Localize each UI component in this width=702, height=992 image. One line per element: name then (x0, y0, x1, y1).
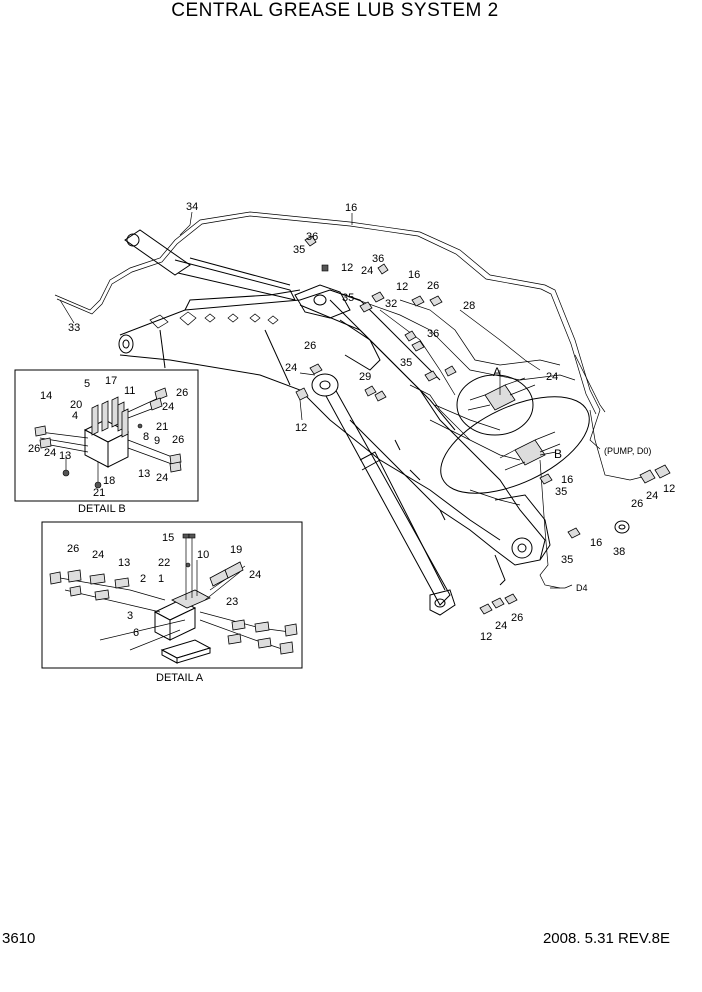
page-title: CENTRAL GREASE LUB SYSTEM 2 (171, 0, 499, 21)
detail-b-label: 24 (162, 401, 174, 413)
part-label: 38 (613, 546, 625, 558)
part-label: 12 (396, 281, 408, 293)
revision-date: 2008. 5.31 REV.8E (542, 930, 670, 947)
detail-a: 15 26 24 13 22 10 19 2 1 24 23 3 6 (41, 521, 303, 669)
part-label: 33 (68, 322, 80, 334)
detail-b-label: 4 (72, 410, 78, 422)
part-label: 35 (400, 357, 412, 369)
detail-b-label: 24 (156, 472, 168, 484)
detail-a-label: 10 (197, 549, 209, 561)
part-label: 32 (385, 298, 397, 310)
detail-a-label: 3 (127, 610, 133, 622)
detail-a-label: 15 (162, 532, 174, 544)
detail-b-label: 26 (176, 387, 188, 399)
part-label: 36 (306, 231, 318, 243)
part-label: 16 (561, 474, 573, 486)
detail-b-label: 20 (70, 399, 82, 411)
detail-b-label: 21 (93, 487, 105, 499)
part-label: 35 (555, 486, 567, 498)
part-label: 26 (427, 280, 439, 292)
detail-a-label: 19 (230, 544, 242, 556)
part-label: 12 (663, 483, 675, 495)
detail-b-label: 24 (44, 447, 56, 459)
detail-b-label: 8 (143, 431, 149, 443)
detail-b-label: 18 (103, 475, 115, 487)
part-label: 12 (480, 631, 492, 643)
part-label: 28 (463, 300, 475, 312)
part-label: 24 (285, 362, 297, 374)
detail-a-label: 24 (249, 569, 261, 581)
detail-b-label: 17 (105, 375, 117, 387)
detail-a-label: 13 (118, 557, 130, 569)
detail-a-label: 26 (67, 543, 79, 555)
detail-b-label: 14 (40, 390, 52, 402)
detail-a-label: 6 (133, 627, 139, 639)
part-label: 26 (304, 340, 316, 352)
detail-b: 26 5 17 14 20 11 24 4 21 8 9 26 26 24 13… (14, 369, 199, 502)
pump-note: (PUMP, D0) (604, 446, 651, 456)
page-number: 3610 (2, 930, 36, 947)
detail-a-caption: DETAIL A (156, 672, 204, 684)
part-label: 26 (631, 498, 643, 510)
part-label: 35 (342, 292, 354, 304)
part-label: 12 (341, 262, 353, 274)
callout-b: B (554, 447, 562, 461)
part-label: 26 (511, 612, 523, 624)
detail-b-label: 26 (28, 443, 40, 455)
detail-a-label: 2 (140, 573, 146, 585)
part-label: 29 (359, 371, 371, 383)
part-label: 24 (361, 265, 373, 277)
detail-a-label: 22 (158, 557, 170, 569)
part-label: 16 (408, 269, 420, 281)
part-label: 34 (186, 201, 198, 213)
part-label: 16 (345, 202, 357, 214)
detail-b-label: 5 (84, 378, 90, 390)
fittings (295, 235, 671, 615)
detail-b-label: 26 (172, 434, 184, 446)
part-label: 16 (590, 537, 602, 549)
part-label: 35 (293, 244, 305, 256)
detail-b-label: 13 (59, 450, 71, 462)
d4-note: D4 (576, 583, 588, 593)
part-label: 35 (561, 554, 573, 566)
detail-a-label: 1 (158, 573, 164, 585)
part-label: 24 (495, 620, 507, 632)
part-label: 24 (546, 371, 558, 383)
detail-a-label: 23 (226, 596, 238, 608)
main-labels: 34 16 36 35 12 24 36 16 12 26 35 32 28 3… (59, 201, 675, 643)
detail-b-caption: DETAIL B (78, 503, 126, 515)
detail-b-label: 11 (124, 385, 135, 397)
detail-a-label: 24 (92, 549, 104, 561)
callout-a: A (493, 365, 501, 379)
detail-b-label: 21 (156, 421, 168, 433)
part-label: 36 (372, 253, 384, 265)
part-label: 36 (427, 328, 439, 340)
part-label: 12 (295, 422, 307, 434)
part-label: 24 (646, 490, 658, 502)
detail-b-label: 9 (154, 435, 160, 447)
boom-assembly (118, 229, 590, 616)
detail-b-label: 13 (138, 468, 150, 480)
